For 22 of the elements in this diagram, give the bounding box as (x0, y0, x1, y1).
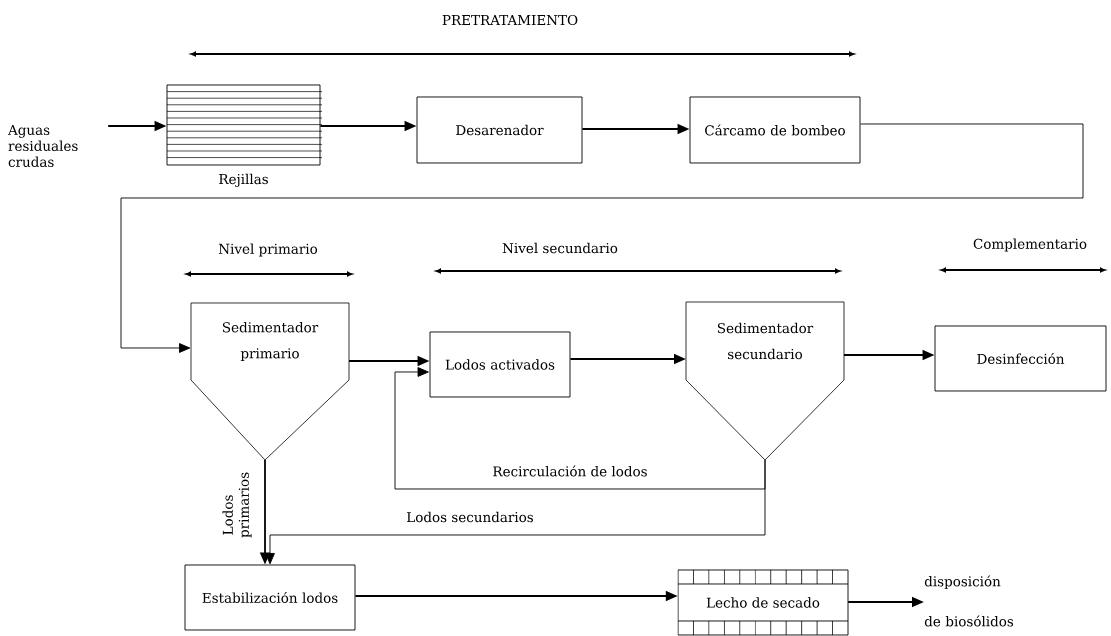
arrow (394, 367, 766, 490)
edge-label: Lodos primarios (222, 472, 252, 538)
arrow (265, 459, 766, 565)
drying-bed: Lecho de secado (677, 569, 849, 636)
process-box: Desinfección (934, 325, 1107, 392)
label: Nivel primario (218, 243, 318, 257)
process-box: Lodos activados (429, 331, 571, 398)
label: Complementario (973, 238, 1087, 252)
settling-tank: Sedimentador primario (190, 302, 350, 461)
outlet-text: disposición de biosólidos (924, 575, 1014, 627)
edge-label: Recirculación de lodos (493, 465, 647, 477)
arrow (120, 123, 1084, 353)
label: PRETRATAMIENTO (442, 14, 578, 26)
label: Nivel secundario (502, 242, 618, 254)
settling-tank: Sedimentador secundario (685, 301, 845, 461)
screen-grille: Rejillas (166, 84, 323, 187)
process-box: Cárcamo de bombeo (689, 96, 861, 164)
inlet-text: Aguas residuales crudas (7, 124, 78, 167)
edge-label: Lodos secundarios (407, 511, 534, 523)
node-label: Rejillas (219, 173, 268, 187)
process-box: Estabilización lodos (184, 564, 356, 631)
process-box: Desarenador (416, 96, 583, 164)
